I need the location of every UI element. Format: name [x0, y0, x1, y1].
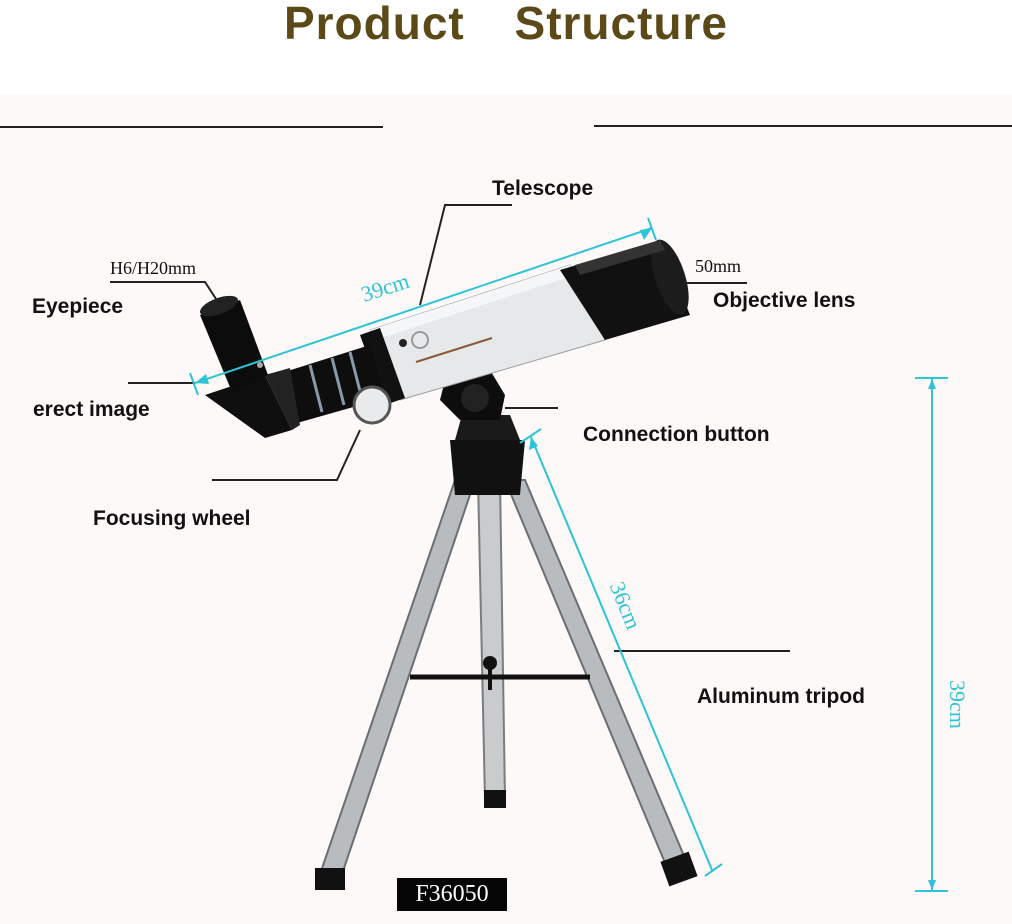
- label-connection-button: Connection button: [583, 423, 770, 446]
- leader-focusing-wheel: [212, 429, 361, 481]
- dim-line-tripod-leg: [530, 436, 713, 871]
- dimension-lines: [189, 217, 948, 892]
- label-telescope: Telescope: [492, 177, 594, 200]
- leader-eyepiece: [110, 281, 221, 306]
- model-badge: F36050: [397, 878, 507, 911]
- label-objective-spec: 50mm: [695, 256, 742, 276]
- label-aluminum-tripod: Aluminum tripod: [697, 685, 865, 708]
- label-focusing-wheel: Focusing wheel: [93, 507, 251, 530]
- label-erect-image: erect image: [33, 398, 150, 421]
- label-eyepiece-spec: H6/H20mm: [110, 258, 197, 278]
- telescope-tube-icon: [200, 239, 690, 438]
- diagram-background: [0, 95, 1012, 924]
- page-title: Product Structure: [283, 0, 729, 49]
- leader-telescope: [419, 204, 512, 306]
- tripod-icon: [315, 370, 698, 890]
- dim-line-tube: [194, 227, 653, 384]
- leader-lines: [110, 204, 790, 652]
- label-objective-lens: Objective lens: [713, 289, 856, 312]
- label-eyepiece: Eyepiece: [32, 295, 124, 318]
- dimension-total-height: 39cm: [945, 680, 970, 729]
